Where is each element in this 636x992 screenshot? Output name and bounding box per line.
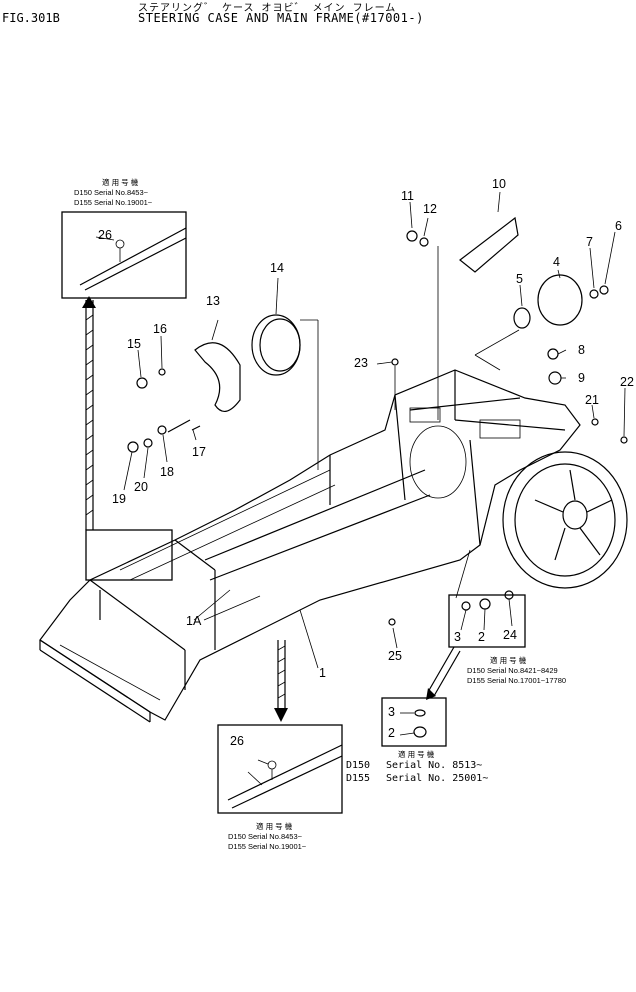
callout-18: 18 — [160, 465, 174, 479]
cover-10 — [459, 216, 519, 273]
inset-top-serial-d155: D155 Serial No.19001~ — [74, 198, 153, 207]
callout-15: 15 — [127, 337, 141, 351]
inset-small-model-d150: D150 — [346, 760, 371, 771]
callout-11: 11 — [401, 189, 414, 203]
ring-13 — [194, 342, 241, 412]
callout-24: 24 — [503, 628, 517, 642]
callout-9: 9 — [578, 371, 585, 385]
callout-6: 6 — [615, 219, 622, 233]
diagram-title: STEERING CASE AND MAIN FRAME(#17001-) — [138, 11, 424, 25]
inset-small-heading: 適 用 号 機 — [398, 750, 435, 759]
callout-26-top: 26 — [98, 228, 112, 242]
callout-22: 22 — [620, 375, 634, 389]
callout-19: 19 — [112, 492, 126, 506]
inset-top-heading: 適 用 号 機 — [102, 178, 139, 187]
callout-14: 14 — [270, 261, 284, 275]
inset-box-top-left — [61, 211, 187, 299]
inset-small-serial-d150: Serial No. 8513~ — [386, 760, 483, 771]
callout-2-small: 2 — [388, 726, 395, 740]
callout-5: 5 — [516, 272, 523, 286]
callout-12: 12 — [423, 202, 437, 216]
final-drive-hub — [502, 451, 628, 589]
inset-small-serial-d155: Serial No. 25001~ — [386, 773, 489, 784]
inset-small-model-d155: D155 — [346, 773, 371, 784]
callout-16: 16 — [153, 322, 167, 336]
callout-25: 25 — [388, 649, 402, 663]
inset-bottom-heading: 適 用 号 機 — [256, 822, 293, 831]
inset-right-heading: 適 用 号 機 — [490, 656, 527, 665]
callout-13: 13 — [206, 294, 220, 308]
callout-3-small: 3 — [388, 705, 395, 719]
callout-1: 1 — [319, 666, 326, 680]
japanese-title: ステアリング゛ ケース オヨビ゛ メイン フレーム — [138, 3, 397, 14]
inset-bottom-serial-d155: D155 Serial No.19001~ — [228, 842, 307, 851]
inset-bottom-serial-d150: D150 Serial No.8453~ — [228, 832, 303, 841]
callout-8: 8 — [578, 343, 585, 357]
callout-3-right: 3 — [454, 630, 461, 644]
inset-right-serial-d155: D155 Serial No.17001~17780 — [467, 676, 567, 685]
inset-box-bottom — [217, 724, 343, 814]
main-frame — [39, 369, 581, 723]
callout-4: 4 — [553, 255, 560, 269]
figure-number: FIG.301B — [2, 11, 60, 25]
callout-7: 7 — [586, 235, 593, 249]
cover-4 — [537, 274, 583, 326]
seal-ring-14 — [251, 314, 301, 376]
callout-21: 21 — [585, 393, 599, 407]
callout-20: 20 — [134, 480, 148, 494]
callout-26-bottom: 26 — [230, 734, 244, 748]
callout-10: 10 — [492, 177, 506, 191]
gasket-5 — [513, 307, 531, 329]
callout-17: 17 — [192, 445, 206, 459]
callout-1a: 1A — [186, 614, 202, 628]
inset-right-serial-d150: D150 Serial No.8421~8429 — [467, 666, 558, 675]
callout-23: 23 — [354, 356, 368, 370]
inset-box-small — [381, 697, 447, 747]
inset-box-right — [448, 594, 526, 648]
inset-box-left-lower — [85, 529, 173, 581]
inset-top-serial-d150: D150 Serial No.8453~ — [74, 188, 149, 197]
callout-2-right: 2 — [478, 630, 485, 644]
